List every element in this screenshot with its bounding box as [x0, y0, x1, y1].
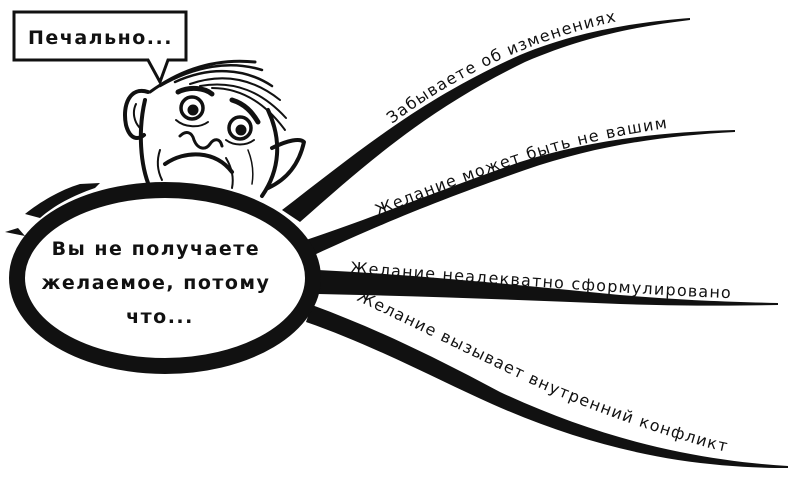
branch-line-1 — [282, 18, 690, 222]
branch-label-4: Желание вызывает внутренний конфликт — [354, 286, 730, 455]
central-node-line-1: Вы не получаете — [52, 238, 261, 260]
branch-line-3 — [318, 270, 778, 306]
central-node-line-2: желаемое, потому — [41, 272, 270, 294]
central-node-text: Вы не получаете желаемое, потому что... — [41, 238, 278, 328]
central-node: Вы не получаете желаемое, потому что... — [5, 182, 321, 374]
branches — [282, 18, 788, 468]
central-node-line-3: что... — [126, 306, 194, 328]
speech-bubble-text: Печально... — [28, 27, 173, 49]
branch-label-4-text: Желание вызывает внутренний конфликт — [354, 286, 729, 455]
branch-label-2-text: Желание может быть не вашим — [372, 113, 668, 220]
speech-bubble: Печально... — [12, 10, 188, 86]
branch-label-2: Желание может быть не вашим — [372, 113, 669, 220]
sad-man-face-icon — [123, 59, 306, 198]
